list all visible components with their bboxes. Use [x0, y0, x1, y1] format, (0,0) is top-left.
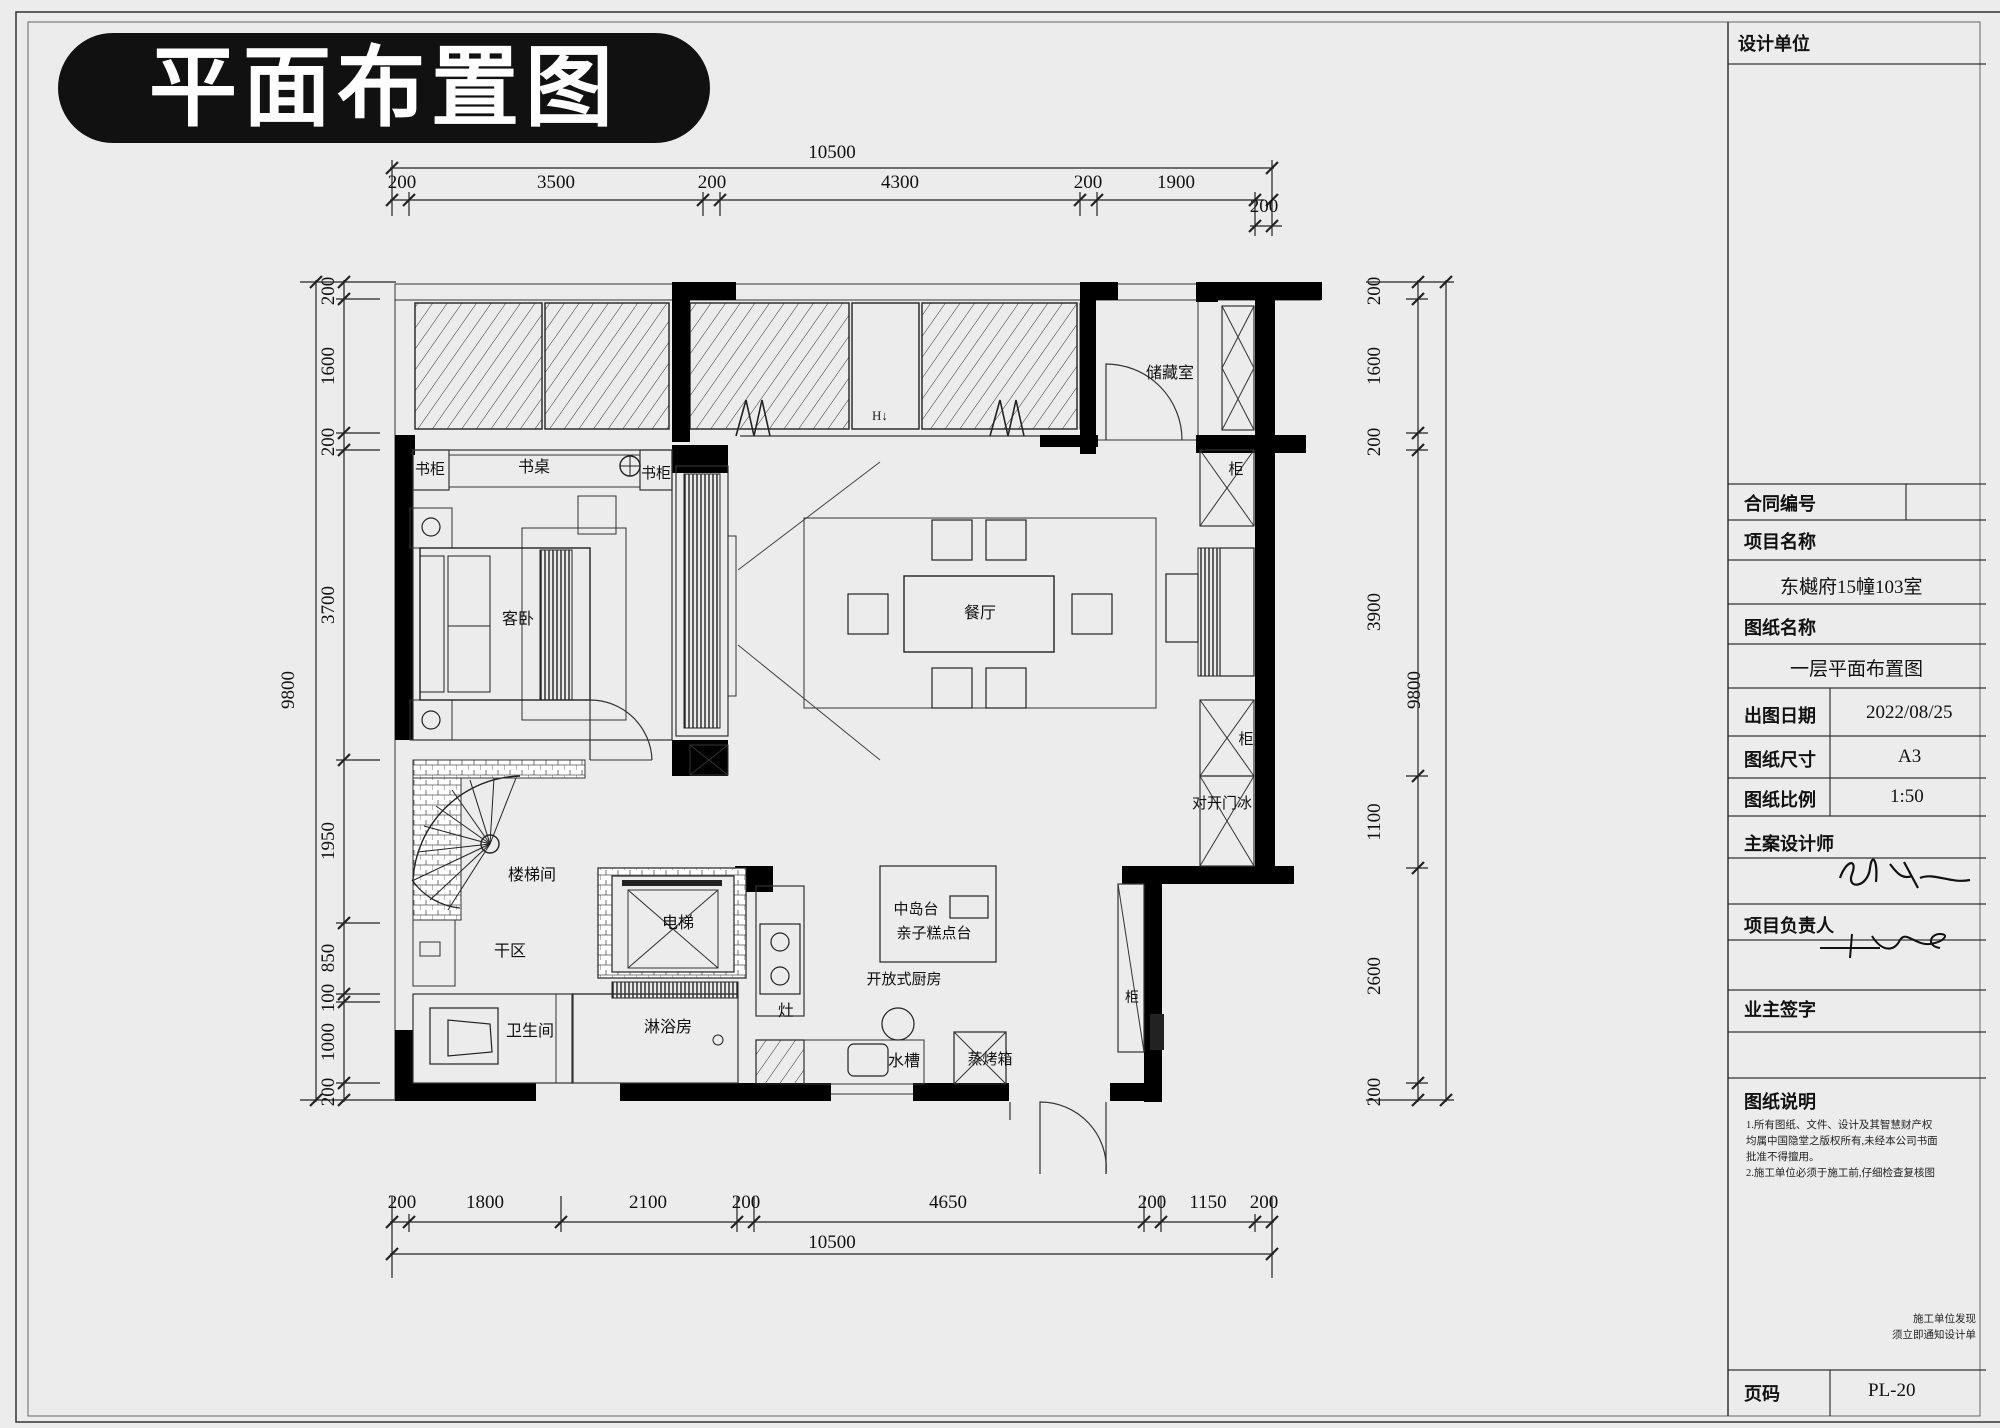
- dim-right-5: 1100: [1364, 803, 1385, 840]
- drawing-name: 一层平面布置图: [1790, 659, 1924, 680]
- dim-left-1: 200: [318, 277, 339, 306]
- dim-left-8: 1000: [318, 1023, 339, 1061]
- label-stove: 灶: [778, 1001, 794, 1020]
- scale: 1:50: [1890, 786, 1924, 807]
- size-label: 图纸尺寸: [1744, 750, 1816, 771]
- dim-top-2: 3500: [537, 172, 575, 193]
- chief-designer-label: 主案设计师: [1744, 834, 1834, 855]
- dim-left-5: 1950: [318, 822, 339, 860]
- dim-right-4: 3900: [1364, 593, 1385, 631]
- notes: 1.所有图纸、文件、设计及其智慧财产权 均属中国隐堂之版权所有,未经本公司书面 …: [1746, 1120, 1938, 1179]
- label-elevator: 电梯: [662, 913, 694, 932]
- drawing-name-label: 图纸名称: [1744, 618, 1816, 639]
- dim-bottom-3: 2100: [629, 1192, 667, 1213]
- plan-body: H↓: [394, 282, 1322, 1175]
- label-bathroom: 卫生间: [506, 1021, 554, 1040]
- dim-right-3: 200: [1364, 428, 1385, 457]
- dim-left-6: 850: [318, 944, 339, 973]
- dim-bottom-2: 1800: [466, 1192, 504, 1213]
- label-island: 中岛台: [893, 900, 938, 918]
- label-kitchen: 开放式厨房: [866, 970, 941, 988]
- balcony-glazing: [414, 302, 1078, 430]
- dim-right-6: 2600: [1364, 957, 1385, 995]
- title-block: [1728, 63, 1986, 1416]
- dim-bottom-4: 200: [732, 1192, 761, 1213]
- notes-label: 图纸说明: [1744, 1092, 1816, 1113]
- label-oven: 蒸烤箱: [967, 1050, 1012, 1068]
- label-storage: 储藏室: [1146, 363, 1194, 382]
- dim-top-6: 1900: [1157, 172, 1195, 193]
- label-cabinet-1: 柜: [1228, 460, 1243, 478]
- side-notes: 施工单位发现 须立即通知设计单: [1892, 1314, 1976, 1341]
- dim-top-5: 200: [1074, 172, 1103, 193]
- contract-no-label: 合同编号: [1744, 494, 1816, 515]
- label-cabinet-3: 柜: [1125, 990, 1139, 1006]
- label-desk: 书桌: [518, 457, 550, 476]
- date: 2022/08/25: [1866, 702, 1953, 723]
- label-shower: 淋浴房: [644, 1017, 692, 1036]
- label-stairwell: 楼梯间: [508, 865, 556, 884]
- project-lead-label: 项目负责人: [1744, 916, 1834, 937]
- dim-right-2: 1600: [1364, 347, 1385, 385]
- dim-right-total: 9800: [1404, 671, 1425, 709]
- dim-bottom-1: 200: [388, 1192, 417, 1213]
- dim-top-total: 10500: [808, 142, 856, 163]
- label-dry-area: 干区: [494, 941, 526, 960]
- label-pastry-counter: 亲子糕点台: [896, 924, 971, 942]
- label-sink: 水槽: [888, 1051, 920, 1070]
- page-title: 平面布置图: [58, 33, 710, 143]
- dim-right-1: 200: [1364, 277, 1385, 306]
- dim-left-2: 1600: [318, 347, 339, 385]
- label-fridge: 对开门冰: [1192, 794, 1252, 812]
- label-dining: 餐厅: [964, 603, 996, 622]
- date-label: 出图日期: [1744, 706, 1816, 727]
- project-name-label: 项目名称: [1744, 532, 1816, 553]
- page-number: PL-20: [1868, 1380, 1916, 1401]
- dim-top-4: 4300: [881, 172, 919, 193]
- dim-left-9: 200: [318, 1078, 339, 1107]
- scale-label: 图纸比例: [1744, 790, 1816, 811]
- label-cabinet-2: 柜: [1238, 730, 1253, 748]
- label-bookcase-right: 书柜: [641, 464, 671, 482]
- dim-bottom-5: 4650: [929, 1192, 967, 1213]
- owner-sign-label: 业主签字: [1744, 1000, 1816, 1021]
- label-guest-bedroom: 客卧: [502, 609, 534, 628]
- dimension-lines: [300, 160, 1454, 1278]
- dim-top-1: 200: [388, 172, 417, 193]
- dim-bottom-total: 10500: [808, 1232, 856, 1253]
- dim-left-7: 100: [318, 984, 339, 1013]
- project-name: 东樾府15幢103室: [1780, 577, 1923, 598]
- dim-bottom-8: 200: [1250, 1192, 1279, 1213]
- dim-top-3: 200: [698, 172, 727, 193]
- dim-bottom-6: 200: [1138, 1192, 1167, 1213]
- svg-text:H↓: H↓: [872, 408, 888, 423]
- dim-bottom-7: 1150: [1189, 1192, 1226, 1213]
- dim-top-7: 200: [1250, 196, 1279, 217]
- label-bookcase-left: 书柜: [415, 460, 445, 478]
- dim-left-3: 200: [318, 428, 339, 457]
- page-label: 页码: [1744, 1384, 1780, 1405]
- dim-left-4: 3700: [318, 586, 339, 624]
- size: A3: [1898, 746, 1922, 767]
- design-unit-label: 设计单位: [1738, 34, 1810, 55]
- dim-right-7: 200: [1364, 1078, 1385, 1107]
- dim-left-total: 9800: [278, 671, 299, 709]
